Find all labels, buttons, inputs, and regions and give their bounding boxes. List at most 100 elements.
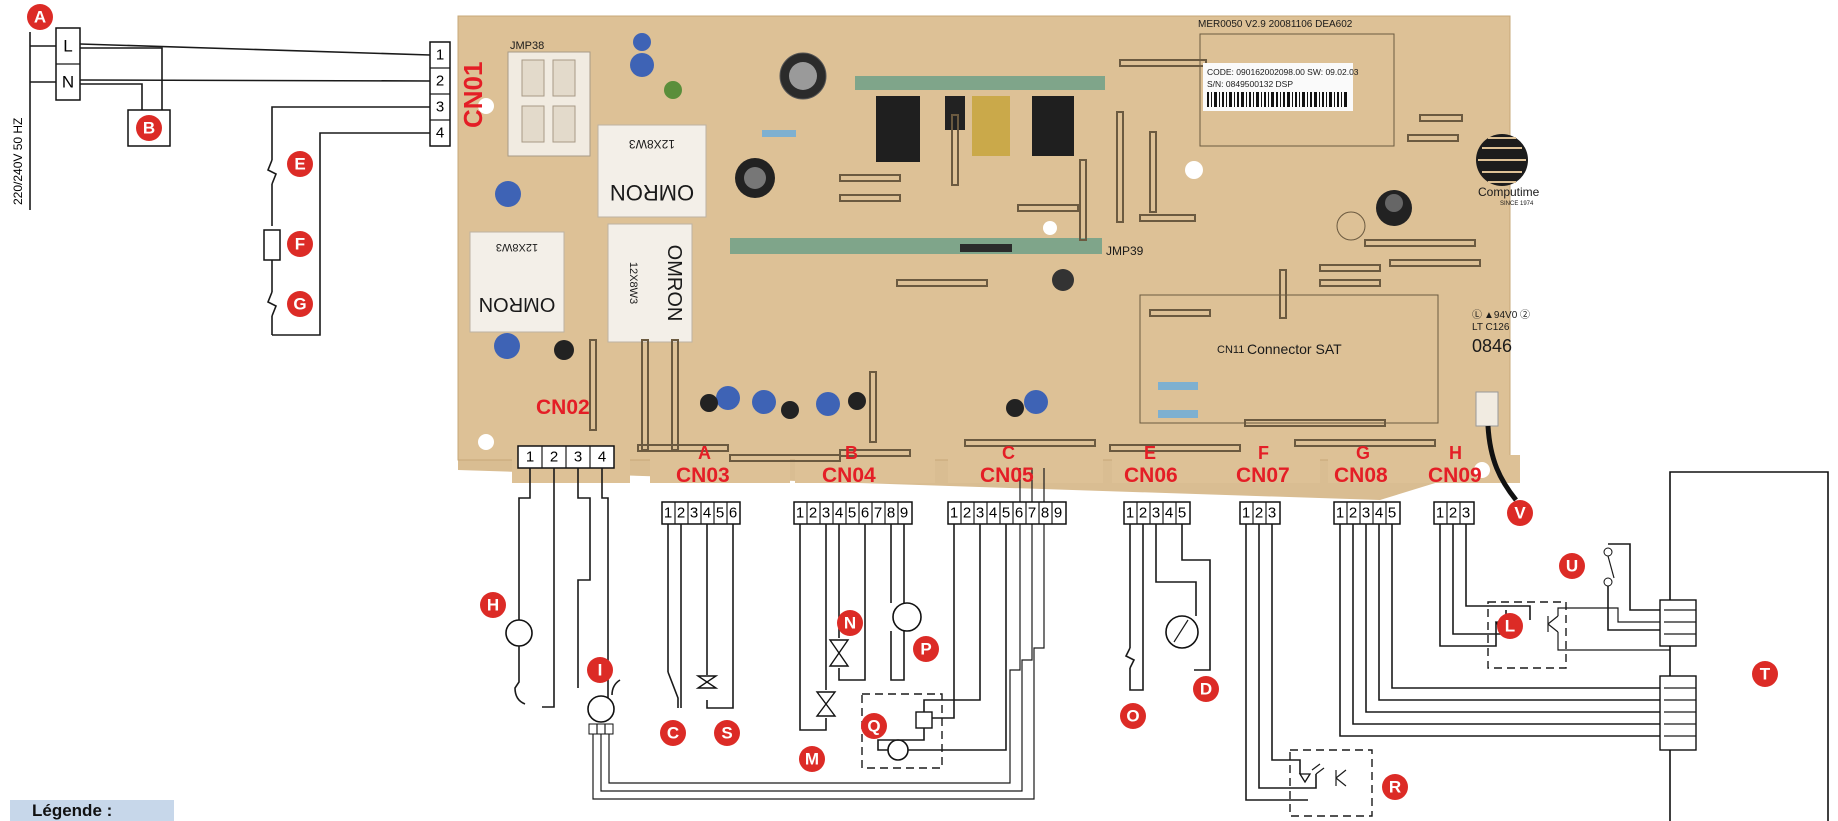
cn05-letter: C bbox=[1002, 443, 1015, 463]
cn05-group: C CN05 1 2 3 4 5 6 7 8 9 bbox=[861, 443, 1067, 769]
svg-text:3: 3 bbox=[1462, 505, 1470, 522]
cn09-group: H CN09 1 2 3 bbox=[1428, 443, 1670, 669]
svg-text:8: 8 bbox=[1041, 505, 1049, 522]
pcb-code-line: CODE: 090162002098.00 SW: 09.02.03 bbox=[1207, 67, 1359, 77]
badge-d: D bbox=[1193, 676, 1219, 702]
badge-q: Q bbox=[861, 713, 887, 739]
svg-text:2: 2 bbox=[436, 73, 444, 90]
cn09-letter: H bbox=[1449, 443, 1462, 463]
svg-text:6: 6 bbox=[861, 505, 869, 522]
svg-text:D: D bbox=[1200, 680, 1212, 699]
svg-text:3: 3 bbox=[1362, 505, 1370, 522]
badge-e: E bbox=[287, 151, 313, 177]
svg-text:4: 4 bbox=[1375, 505, 1383, 522]
cn03-group: A CN03 1 2 3 4 5 6 bbox=[661, 443, 741, 709]
svg-text:2: 2 bbox=[1139, 505, 1147, 522]
badge-v: V bbox=[1507, 500, 1533, 526]
svg-text:OMRON: OMRON bbox=[610, 180, 694, 205]
svg-text:Computime: Computime bbox=[1478, 185, 1540, 199]
ul-rating-line: Ⓛ ▲94V0 ② bbox=[1472, 309, 1530, 321]
cn04-letter: B bbox=[845, 443, 858, 463]
badge-g: G bbox=[287, 291, 313, 317]
connector-sat-label: Connector SAT bbox=[1247, 341, 1342, 357]
cn03-title: CN03 bbox=[676, 464, 730, 487]
cn03-letter: A bbox=[698, 443, 711, 463]
cn04-title: CN04 bbox=[822, 464, 876, 487]
badge-h: H bbox=[480, 592, 506, 618]
svg-text:3: 3 bbox=[822, 505, 830, 522]
ul-rating-line2: LT C126 bbox=[1472, 322, 1510, 333]
svg-text:4: 4 bbox=[436, 125, 444, 142]
svg-text:5: 5 bbox=[716, 505, 724, 522]
svg-text:G: G bbox=[293, 295, 306, 314]
svg-text:2: 2 bbox=[1349, 505, 1357, 522]
svg-text:A: A bbox=[34, 8, 46, 27]
svg-text:2: 2 bbox=[1449, 505, 1457, 522]
svg-text:H: H bbox=[487, 596, 499, 615]
badge-l: L bbox=[1497, 613, 1523, 639]
svg-text:F: F bbox=[295, 235, 305, 254]
svg-text:9: 9 bbox=[900, 505, 908, 522]
relay-1: OMRON 12X8W3 bbox=[597, 124, 707, 218]
pcb-board: JMP38 OMRON 12X8W3 OMRON 12X8W3 OMRON 12… bbox=[457, 15, 1540, 502]
cn05-title: CN05 bbox=[980, 464, 1034, 487]
svg-text:2: 2 bbox=[809, 505, 817, 522]
badge-c: C bbox=[660, 720, 686, 746]
cn09-title: CN09 bbox=[1428, 464, 1482, 487]
svg-text:8: 8 bbox=[887, 505, 895, 522]
svg-text:O: O bbox=[1126, 707, 1139, 726]
svg-text:S: S bbox=[721, 724, 732, 743]
svg-text:7: 7 bbox=[1028, 505, 1036, 522]
cn07-title: CN07 bbox=[1236, 464, 1290, 487]
svg-text:JMP39: JMP39 bbox=[1106, 244, 1144, 258]
cn11-label: CN11 bbox=[1217, 344, 1244, 356]
svg-text:4: 4 bbox=[1165, 505, 1173, 522]
badge-n: N bbox=[837, 610, 863, 636]
svg-text:1: 1 bbox=[1126, 505, 1134, 522]
svg-text:3: 3 bbox=[1268, 505, 1276, 522]
cn01-title: CN01 bbox=[458, 62, 488, 128]
cn08-group: G CN08 1 2 3 4 5 bbox=[1333, 443, 1670, 737]
svg-text:4: 4 bbox=[989, 505, 997, 522]
svg-text:N: N bbox=[844, 614, 856, 633]
badge-b: B bbox=[136, 115, 162, 141]
badge-o: O bbox=[1120, 703, 1146, 729]
line-terminal-label: L bbox=[63, 37, 72, 56]
legend-title: Légende : bbox=[10, 800, 174, 821]
cn06-group: E CN06 1 2 3 4 5 bbox=[1123, 443, 1211, 691]
svg-text:5: 5 bbox=[1002, 505, 1010, 522]
relay-3: OMRON 12X8W3 bbox=[607, 223, 693, 343]
svg-text:3: 3 bbox=[690, 505, 698, 522]
svg-text:5: 5 bbox=[1178, 505, 1186, 522]
t-module bbox=[1659, 471, 1829, 821]
badge-r: R bbox=[1382, 774, 1408, 800]
svg-text:V: V bbox=[1514, 504, 1526, 523]
svg-text:6: 6 bbox=[729, 505, 737, 522]
svg-text:1: 1 bbox=[664, 505, 672, 522]
svg-text:2: 2 bbox=[963, 505, 971, 522]
cn08-title: CN08 bbox=[1334, 464, 1388, 487]
computime-logo: Computime SINCE 1974 bbox=[1476, 134, 1540, 207]
badge-u: U bbox=[1559, 553, 1585, 579]
cn04-group: B CN04 1 2 3 4 5 6 7 8 9 bbox=[793, 443, 922, 731]
svg-text:1: 1 bbox=[796, 505, 804, 522]
svg-text:3: 3 bbox=[1152, 505, 1160, 522]
jmp38-label: JMP38 bbox=[510, 40, 544, 52]
svg-text:1: 1 bbox=[1436, 505, 1444, 522]
badge-a: A bbox=[27, 4, 53, 30]
supply-label: 220/240V 50 HZ bbox=[11, 118, 25, 205]
neutral-terminal-label: N bbox=[62, 73, 74, 92]
badge-f: F bbox=[287, 231, 313, 257]
svg-text:12X8W3: 12X8W3 bbox=[627, 262, 639, 304]
relay-2: OMRON 12X8W3 bbox=[469, 231, 565, 333]
cn06-title: CN06 bbox=[1124, 464, 1178, 487]
pcb-model-line: MER0050 V2.9 20081106 DEA602 bbox=[1198, 19, 1353, 30]
svg-text:3: 3 bbox=[436, 99, 444, 116]
svg-text:4: 4 bbox=[703, 505, 711, 522]
mains-wiring: 220/240V 50 HZ L N bbox=[11, 27, 431, 336]
svg-text:1: 1 bbox=[436, 47, 444, 64]
u-switch bbox=[1603, 543, 1670, 631]
svg-text:2: 2 bbox=[550, 449, 558, 466]
date-code: 0846 bbox=[1472, 336, 1512, 356]
